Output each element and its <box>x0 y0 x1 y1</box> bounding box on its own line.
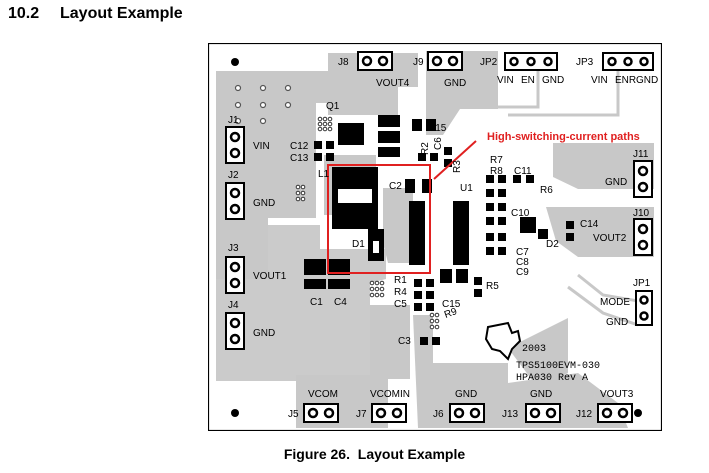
refdes-l1: L1 <box>318 169 330 180</box>
label-vout4: VOUT4 <box>376 78 410 89</box>
label-j5: J5 <box>288 409 299 420</box>
figure-caption: Figure 26. Layout Example <box>0 446 709 462</box>
refdes-c14: C14 <box>580 219 599 230</box>
refdes-c12: C12 <box>290 141 309 152</box>
label-vout2: VOUT2 <box>593 233 627 244</box>
refdes-c13: C13 <box>290 153 309 164</box>
label-gnd-j11: GND <box>605 177 627 188</box>
refdes-r5: R5 <box>486 281 499 292</box>
via-arrays <box>295 116 440 330</box>
refdes-c15: C15 <box>428 123 447 134</box>
refdes-r1: R1 <box>394 275 407 286</box>
label-jp2-vin: VIN <box>497 75 514 86</box>
label-jp1: JP1 <box>633 278 651 289</box>
label-jp3-gnd: GND <box>636 75 658 86</box>
ti-logo <box>484 321 522 361</box>
label-gnd-b2: GND <box>530 389 552 400</box>
label-j10: J10 <box>633 208 650 219</box>
label-j6: J6 <box>433 409 444 420</box>
label-jp3-enr: ENR <box>615 75 636 86</box>
label-j4: J4 <box>228 300 239 311</box>
silkscreen-year: 2003 <box>522 344 546 355</box>
label-vcom: VCOM <box>308 389 338 400</box>
label-jp2-gnd: GND <box>542 75 564 86</box>
refdes-c5: C5 <box>394 299 407 310</box>
label-gnd-jp1: GND <box>606 317 628 328</box>
vias <box>234 84 292 125</box>
pcb-layout-drawing: High-switching-current paths J8 VOUT4 J9… <box>207 42 663 432</box>
label-j13: J13 <box>502 409 519 420</box>
label-j1: J1 <box>228 115 239 126</box>
refdes-c11: C11 <box>514 166 532 177</box>
high-switching-current-highlight <box>327 140 477 274</box>
refdes-r2: R2 <box>420 142 431 155</box>
refdes-r7: R7 <box>490 155 503 166</box>
section-number: 10.2 <box>8 5 40 22</box>
refdes-c4: C4 <box>334 297 347 308</box>
refdes-d1: D1 <box>352 239 365 250</box>
component-pads <box>304 115 574 345</box>
connectors <box>225 51 654 423</box>
label-j3: J3 <box>228 243 239 254</box>
label-gnd-top: GND <box>444 78 466 89</box>
label-jp2-en: EN <box>521 75 535 86</box>
refdes-c15-bottom: C15 <box>442 299 461 310</box>
label-gnd-j4: GND <box>253 328 275 339</box>
pcb-layout-figure: High-switching-current paths J8 VOUT4 J9… <box>207 42 663 432</box>
section-title: Layout Example <box>60 5 183 22</box>
refdes-c7: C7 <box>516 247 529 258</box>
figure-caption-title: Layout Example <box>357 446 466 462</box>
refdes-c1: C1 <box>310 297 323 308</box>
label-j11: J11 <box>633 149 649 160</box>
label-j7: J7 <box>356 409 367 420</box>
label-jp3-vin: VIN <box>591 75 608 86</box>
label-j9: J9 <box>413 57 424 68</box>
refdes-r9: R9 <box>443 306 459 321</box>
refdes-r8: R8 <box>490 166 503 177</box>
refdes-r3: R3 <box>452 160 463 173</box>
label-j8: J8 <box>338 57 349 68</box>
label-j2: J2 <box>228 170 239 181</box>
silkscreen-revision: HPA030 Rev A <box>516 373 588 384</box>
refdes-q1: Q1 <box>326 101 340 112</box>
figure-caption-label: Figure 26. <box>283 446 350 462</box>
annotation-text: High-switching-current paths <box>487 131 640 143</box>
refdes-c9: C9 <box>516 267 529 278</box>
label-jp2: JP2 <box>480 57 498 68</box>
refdes-r4: R4 <box>394 287 407 298</box>
refdes-c6: C6 <box>433 137 444 150</box>
refdes-c2: C2 <box>389 181 402 192</box>
refdes-d2: D2 <box>546 239 559 250</box>
label-vout1: VOUT1 <box>253 271 287 282</box>
label-gnd-j2: GND <box>253 198 275 209</box>
label-gnd-b1: GND <box>455 389 477 400</box>
label-vcomin: VCOMIN <box>370 389 410 400</box>
refdes-u1: U1 <box>460 183 473 194</box>
label-vin: VIN <box>253 141 270 152</box>
label-j12: J12 <box>576 409 593 420</box>
label-vout3: VOUT3 <box>600 389 634 400</box>
label-mode: MODE <box>600 297 630 308</box>
silkscreen-board-name: TPS5100EVM-030 <box>516 361 600 372</box>
section-heading: 10.2 Layout Example <box>8 5 183 23</box>
refdes-c8: C8 <box>516 257 529 268</box>
refdes-c3: C3 <box>398 336 411 347</box>
refdes-c10: C10 <box>511 208 530 219</box>
label-jp3: JP3 <box>576 57 594 68</box>
traces <box>490 71 639 327</box>
pad-details <box>338 189 379 253</box>
refdes-r6: R6 <box>540 185 553 196</box>
